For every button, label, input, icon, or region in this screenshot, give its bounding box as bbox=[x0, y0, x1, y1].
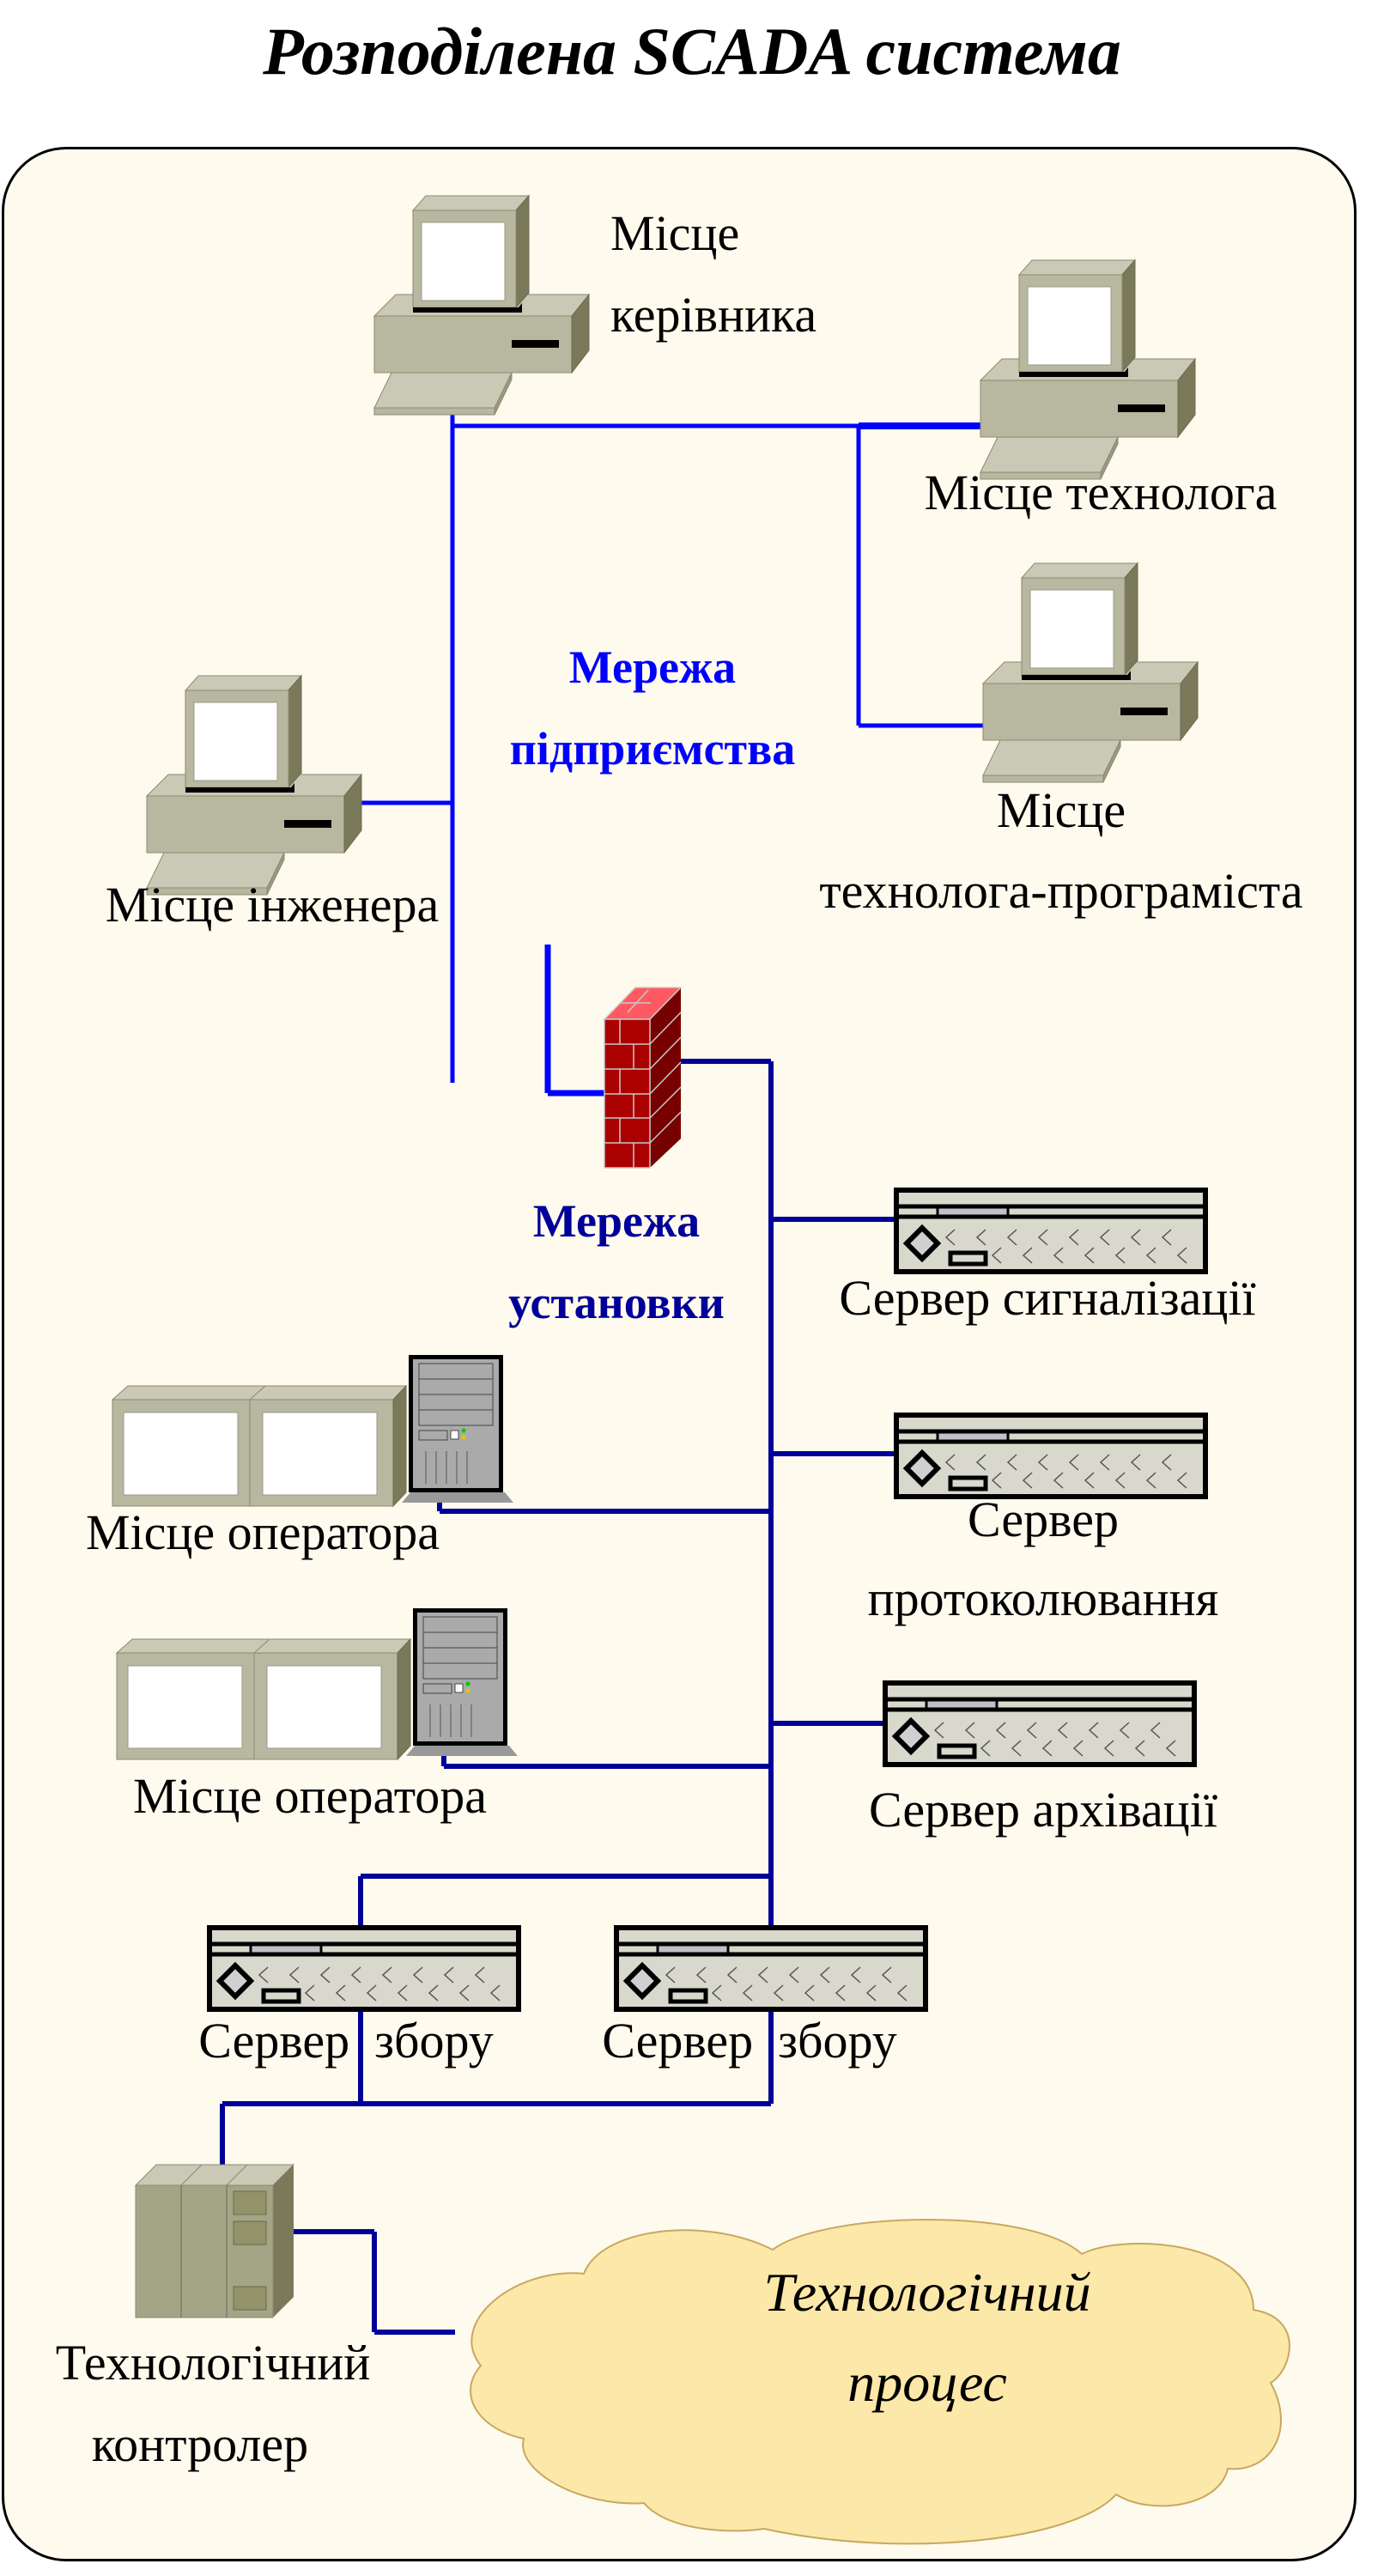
manager-label-line2: керівника bbox=[610, 287, 817, 343]
logging-server-label-line1: Сервер bbox=[968, 1492, 1119, 1547]
operator-2-label: Місце оператора bbox=[132, 1768, 488, 1824]
alarm-server-icon bbox=[896, 1190, 1205, 1272]
engineer-computer-icon bbox=[146, 675, 362, 896]
plant-network-label-line2: установки bbox=[508, 1277, 725, 1328]
process-label-line1: Технологічний bbox=[763, 2262, 1091, 2323]
manager-computer-icon bbox=[373, 195, 590, 416]
collection-server-1-label: Сервер збору bbox=[198, 2013, 494, 2069]
diagram-title: Розподілена SCADA система bbox=[263, 14, 1121, 88]
controller-label-line1: Технологічний bbox=[55, 2335, 371, 2391]
firewall-icon bbox=[603, 987, 683, 1169]
programmer-label-line2: технолога-програміста bbox=[819, 863, 1303, 919]
plc-controller-icon bbox=[134, 2164, 295, 2318]
collection-server-2-label: Сервер збору bbox=[602, 2013, 897, 2069]
programmer-computer-icon bbox=[982, 562, 1199, 783]
controller-label-line2: контролер bbox=[91, 2416, 309, 2472]
collection-server-1-icon bbox=[209, 1928, 519, 2009]
process-cloud-icon bbox=[470, 2219, 1290, 2545]
operator-1-label: Місце оператора bbox=[85, 1504, 440, 1560]
archive-server-label: Сервер архівації bbox=[869, 1782, 1217, 1838]
enterprise-network-lines bbox=[361, 391, 987, 1097]
manager-label-line1: Місце bbox=[610, 205, 740, 261]
engineer-label: Місце інженера bbox=[105, 877, 440, 933]
process-label-line2: процес bbox=[847, 2352, 1007, 2413]
logging-server-label-line2: протоколювання bbox=[867, 1571, 1219, 1626]
enterprise-network-label-line2: підприємства bbox=[509, 723, 796, 775]
operator-station-2-icon bbox=[116, 1607, 519, 1760]
technologist-label: Місце технолога bbox=[924, 465, 1278, 520]
plant-network-label-line1: Мережа bbox=[532, 1195, 701, 1247]
operator-station-1-icon bbox=[112, 1354, 514, 1507]
programmer-label-line1: Місце bbox=[996, 782, 1126, 838]
collection-server-2-icon bbox=[616, 1928, 926, 2009]
logging-server-icon bbox=[896, 1415, 1205, 1497]
alarm-server-label: Сервер сигналізації bbox=[839, 1270, 1256, 1326]
archive-server-icon bbox=[885, 1683, 1194, 1765]
enterprise-network-label-line1: Мережа bbox=[568, 641, 737, 693]
technologist-computer-icon bbox=[980, 259, 1196, 480]
diagram-panel bbox=[2, 147, 1357, 2561]
